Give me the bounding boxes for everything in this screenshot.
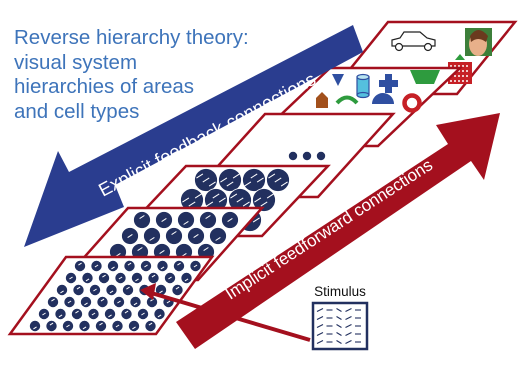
stimulus-texture <box>316 308 361 344</box>
receptive-cell <box>199 211 217 229</box>
complex-cell <box>218 168 242 192</box>
simple-cell <box>139 259 152 272</box>
half-disc-icon <box>372 93 394 104</box>
receptive-cell <box>133 211 151 229</box>
simple-cell <box>163 271 176 284</box>
simple-cell <box>98 271 111 284</box>
simple-cell <box>81 271 94 284</box>
simple-cell <box>180 271 193 284</box>
layer-1-simple-cells <box>7 255 215 336</box>
title-line-3: hierarchies of areas <box>14 75 195 98</box>
complex-cell <box>194 168 218 192</box>
simple-cell <box>156 259 169 272</box>
simple-cell <box>90 259 103 272</box>
receptive-cell <box>121 227 139 245</box>
simple-cell <box>54 307 67 320</box>
receptive-cell <box>143 227 161 245</box>
simple-cell <box>105 283 118 296</box>
simple-cell <box>65 271 78 284</box>
complex-cell <box>180 188 204 212</box>
simple-cell <box>62 319 75 332</box>
simple-cell <box>154 283 167 296</box>
arc-icon <box>335 95 359 105</box>
simple-cell <box>136 307 149 320</box>
ring-icon <box>402 93 422 113</box>
receptive-cell <box>187 227 205 245</box>
simple-cell <box>78 319 91 332</box>
face-icon <box>465 28 492 56</box>
house-icon <box>316 92 328 108</box>
receptive-cell <box>165 227 183 245</box>
layer-2-cells <box>61 206 265 282</box>
title-line-2: visual system <box>14 50 138 74</box>
simple-cell <box>129 295 142 308</box>
simple-cell <box>38 307 51 320</box>
simple-cell <box>172 259 185 272</box>
simple-cell <box>153 307 166 320</box>
complex-cell <box>266 168 290 192</box>
simple-cell <box>123 259 136 272</box>
simple-cell <box>63 295 76 308</box>
complex-cell <box>252 188 276 212</box>
car-icon <box>391 31 436 52</box>
simple-cell <box>80 295 93 308</box>
simple-cell <box>45 319 58 332</box>
cylinder-icon <box>356 73 370 99</box>
simple-cell <box>113 295 126 308</box>
receptive-cell <box>155 211 173 229</box>
simple-cell <box>47 295 60 308</box>
simple-cell <box>95 319 108 332</box>
stimulus-box: Stimulus <box>311 284 369 351</box>
simple-cell <box>72 283 85 296</box>
trapezoid-icon <box>410 70 440 84</box>
simple-cell <box>144 319 157 332</box>
simple-cell <box>122 283 135 296</box>
cross-icon <box>379 74 398 93</box>
simple-cell <box>147 271 160 284</box>
simple-cell <box>96 295 109 308</box>
diagram-title: Reverse hierarchy theory: visual system … <box>14 26 249 124</box>
simple-cell <box>28 319 41 332</box>
simple-cell <box>130 271 143 284</box>
receptive-cell <box>177 211 195 229</box>
simple-cell <box>87 307 100 320</box>
complex-cell <box>228 188 252 212</box>
simple-cell <box>107 259 120 272</box>
title-line-1: Reverse hierarchy theory: <box>14 26 249 49</box>
simple-cell <box>74 259 87 272</box>
simple-cell <box>127 319 140 332</box>
title-line-4: and cell types <box>14 99 140 123</box>
triangle-icon <box>332 74 344 86</box>
simple-cell <box>114 271 127 284</box>
stimulus-label: Stimulus <box>314 284 366 299</box>
simple-cell <box>89 283 102 296</box>
receptive-cell <box>209 227 227 245</box>
simple-cell <box>71 307 84 320</box>
simple-cell <box>111 319 124 332</box>
simple-cell <box>120 307 133 320</box>
simple-cell <box>56 283 69 296</box>
simple-cell <box>171 283 184 296</box>
simple-cell <box>104 307 117 320</box>
complex-cell <box>242 168 266 192</box>
simple-cell <box>189 259 202 272</box>
receptive-cell <box>221 211 239 229</box>
